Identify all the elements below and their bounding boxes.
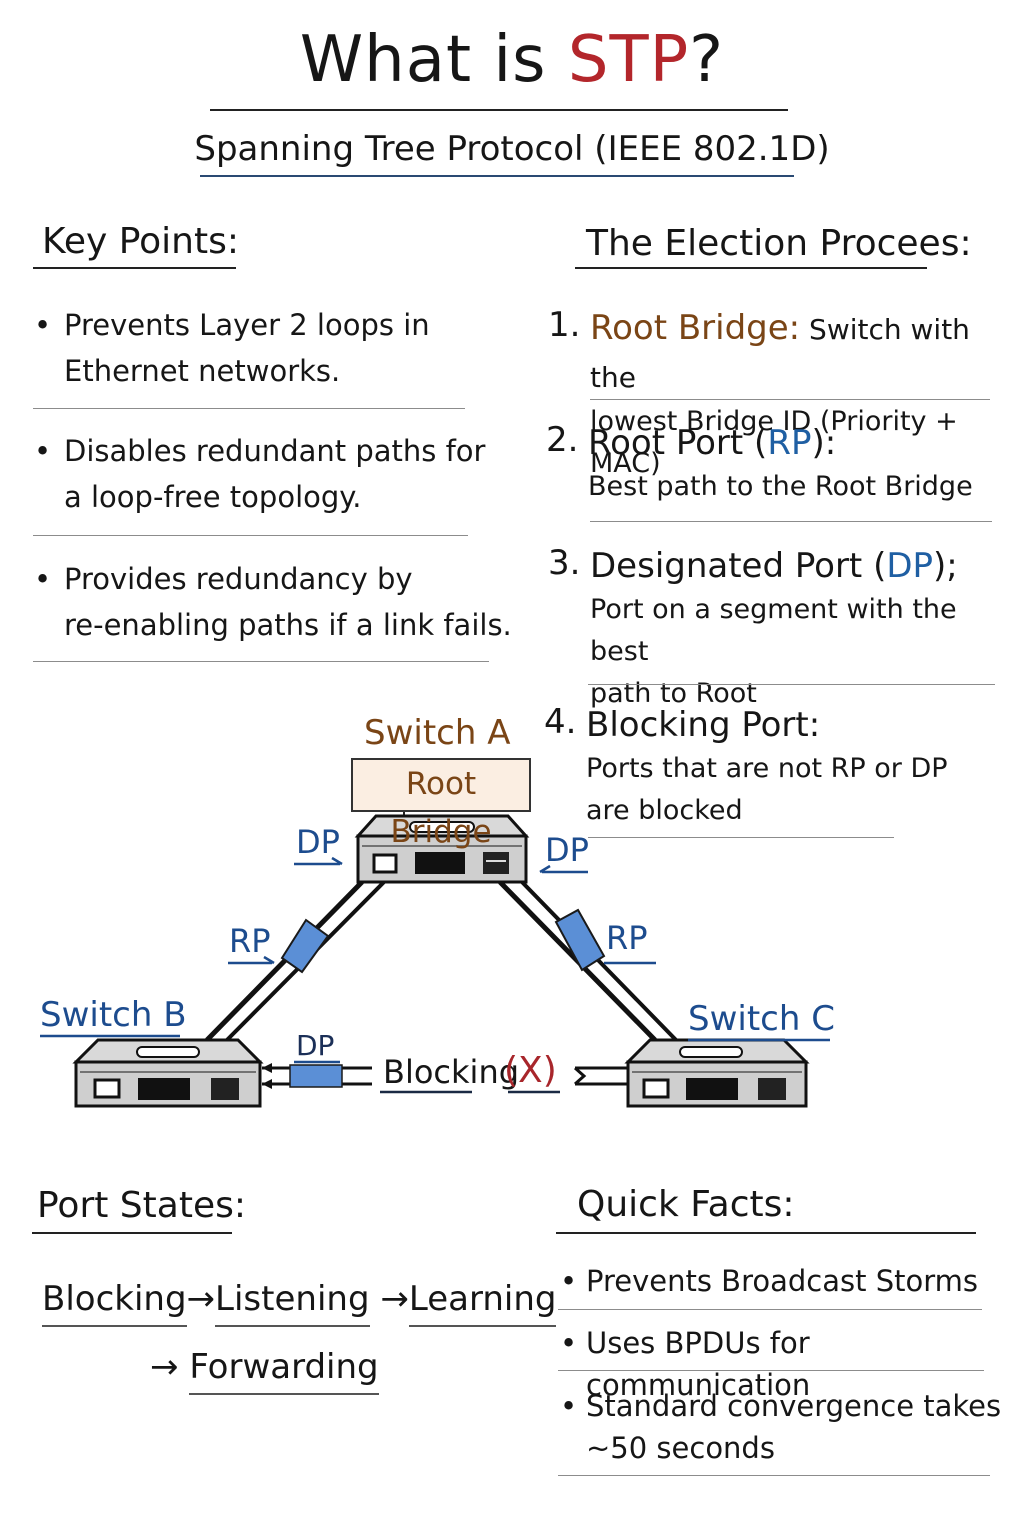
arrow-icon: → bbox=[380, 1279, 409, 1319]
election-step-designated-port: 3. Designated Port (DP); Port on a segme… bbox=[548, 543, 958, 709]
stp-topology-diagram bbox=[40, 806, 830, 1108]
divider bbox=[33, 535, 468, 536]
divider bbox=[590, 521, 992, 522]
switch-a-label: Switch A bbox=[364, 713, 511, 753]
switch-a-right-port-label: DP bbox=[545, 831, 589, 869]
link-b-c bbox=[262, 1063, 628, 1089]
key-point-item: • Provides redundancy by re-enabling pat… bbox=[34, 556, 512, 648]
bullet-icon: • bbox=[560, 1389, 578, 1423]
bullet-icon: • bbox=[34, 434, 52, 468]
switch-c-icon bbox=[624, 1038, 810, 1108]
switch-c-label: Switch C bbox=[688, 999, 835, 1039]
divider bbox=[33, 408, 465, 409]
election-step-root-bridge: 1. Root Bridge: Switch with the lowest B… bbox=[548, 305, 970, 479]
switch-b-label: Switch B bbox=[40, 995, 187, 1035]
bullet-icon: • bbox=[560, 1264, 578, 1298]
election-heading: The Election Procees: bbox=[586, 223, 972, 264]
divider bbox=[588, 837, 894, 838]
port-states-underline bbox=[32, 1232, 232, 1234]
page-subtitle: Spanning Tree Protocol (IEEE 802.1D) bbox=[194, 129, 830, 169]
subtitle-underline bbox=[200, 175, 794, 177]
bullet-icon: • bbox=[34, 562, 52, 596]
blocking-link-label: Blocking bbox=[383, 1053, 520, 1091]
switch-a-icon bbox=[354, 806, 530, 884]
election-step-blocking-port: 4. Blocking Port: Ports that are not RP … bbox=[544, 702, 948, 826]
arrow-icon: → bbox=[150, 1347, 179, 1387]
switch-c-root-port-label: RP bbox=[606, 919, 648, 957]
divider bbox=[33, 661, 489, 662]
divider bbox=[558, 1475, 990, 1476]
title-underline bbox=[210, 109, 788, 111]
election-step-root-port: 2. Root Port (RP): Best path to the Root… bbox=[546, 420, 973, 502]
title-suffix: ? bbox=[689, 23, 725, 97]
link-a-b bbox=[205, 880, 386, 1042]
bullet-icon: • bbox=[34, 308, 52, 342]
blocked-x-icon: (X) bbox=[504, 1050, 557, 1091]
link-a-c bbox=[498, 880, 678, 1042]
port-state-flow: Blocking→Listening →Learning bbox=[42, 1279, 557, 1327]
arrow-icon: → bbox=[186, 1279, 216, 1319]
state-blocking: Blocking bbox=[42, 1279, 187, 1327]
port-b-rp bbox=[280, 918, 330, 974]
state-listening: Listening bbox=[215, 1279, 370, 1327]
quick-facts-heading: Quick Facts: bbox=[577, 1184, 795, 1225]
label-pointers bbox=[40, 856, 830, 1094]
election-underline bbox=[575, 267, 927, 269]
key-points-heading: Key Points: bbox=[42, 221, 239, 262]
quick-fact-item: • Uses BPDUs for communication bbox=[560, 1322, 1024, 1406]
root-bridge-term: Root Bridge: bbox=[590, 308, 801, 348]
divider bbox=[588, 684, 995, 685]
divider bbox=[558, 1370, 984, 1371]
port-states-heading: Port States: bbox=[37, 1185, 246, 1226]
quick-fact-item: • Standard convergence takes ~50 seconds bbox=[560, 1385, 1001, 1469]
divider bbox=[558, 1309, 982, 1310]
root-bridge-badge: Root Bridge bbox=[351, 758, 531, 850]
port-b-dp bbox=[289, 1064, 343, 1088]
port-c-rp bbox=[554, 908, 606, 972]
port-state-flow-continued: → Forwarding bbox=[150, 1347, 379, 1395]
key-points-underline bbox=[33, 267, 236, 269]
page-title: What is STP? bbox=[0, 28, 1024, 92]
switch-b-icon bbox=[72, 1038, 264, 1108]
divider bbox=[590, 399, 990, 400]
key-point-item: • Disables redundant paths for a loop-fr… bbox=[34, 428, 485, 520]
bullet-icon: • bbox=[560, 1326, 578, 1360]
state-forwarding: Forwarding bbox=[189, 1347, 379, 1395]
title-text: What is bbox=[299, 23, 568, 97]
title-accent: STP bbox=[567, 23, 690, 97]
switch-b-designated-port-label: DP bbox=[296, 1029, 335, 1062]
state-learning: Learning bbox=[408, 1279, 557, 1327]
switch-a-left-port-label: DP bbox=[296, 823, 340, 861]
quick-fact-item: • Prevents Broadcast Storms bbox=[560, 1260, 978, 1302]
quick-facts-underline bbox=[556, 1232, 976, 1234]
key-point-item: • Prevents Layer 2 loops in Ethernet net… bbox=[34, 302, 430, 394]
switch-b-root-port-label: RP bbox=[229, 922, 271, 960]
